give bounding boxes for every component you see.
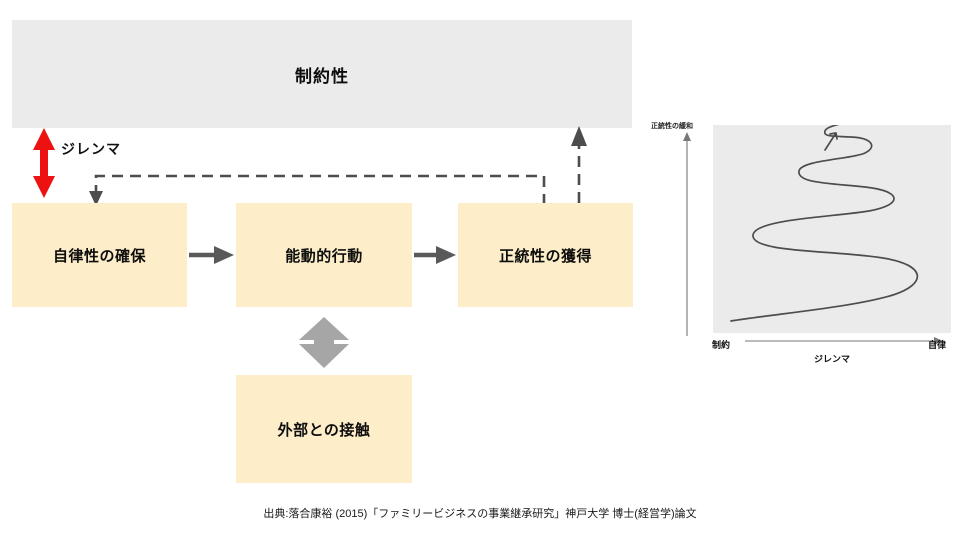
- chart-y-axis-label: 正統性の緩和: [651, 123, 693, 130]
- box-action: 能動的行動: [236, 203, 412, 307]
- chart-x-axis: [745, 337, 943, 345]
- box-external-label: 外部との接触: [277, 421, 371, 439]
- chart-y-axis: [683, 132, 691, 336]
- constraint-band: 制約性: [12, 20, 632, 128]
- chart-x-axis-title: ジレンマ: [813, 354, 850, 364]
- chart-spiral-curve: [730, 125, 919, 322]
- box-external: 外部との接触: [236, 375, 412, 483]
- feedback-dashed-arrow: [89, 174, 546, 206]
- box-action-label: 能動的行動: [285, 247, 363, 265]
- citation-text: 出典:落合康裕 (2015)「ファミリービジネスの事業継承研究」神戸大学 博士(…: [263, 508, 697, 520]
- dilemma-double-arrow: [33, 128, 55, 198]
- box-legitimacy: 正統性の獲得: [458, 203, 633, 307]
- box-legitimacy-label: 正統性の獲得: [498, 247, 592, 265]
- arrow-action-to-legitimacy: [414, 246, 456, 264]
- chart-x-left-label: 制約: [712, 340, 731, 350]
- action-external-double-arrow: [299, 317, 349, 368]
- arrow-autonomy-to-action: [189, 246, 234, 264]
- constraint-band-label: 制約性: [295, 66, 349, 86]
- chart-x-right-label: 自律: [928, 340, 947, 350]
- box-autonomy-label: 自律性の確保: [52, 247, 146, 265]
- legitimacy-to-constraint-arrow: [571, 126, 587, 203]
- chart-plot-area: [713, 125, 951, 333]
- dilemma-label: ジレンマ: [61, 141, 121, 157]
- box-autonomy: 自律性の確保: [12, 203, 187, 307]
